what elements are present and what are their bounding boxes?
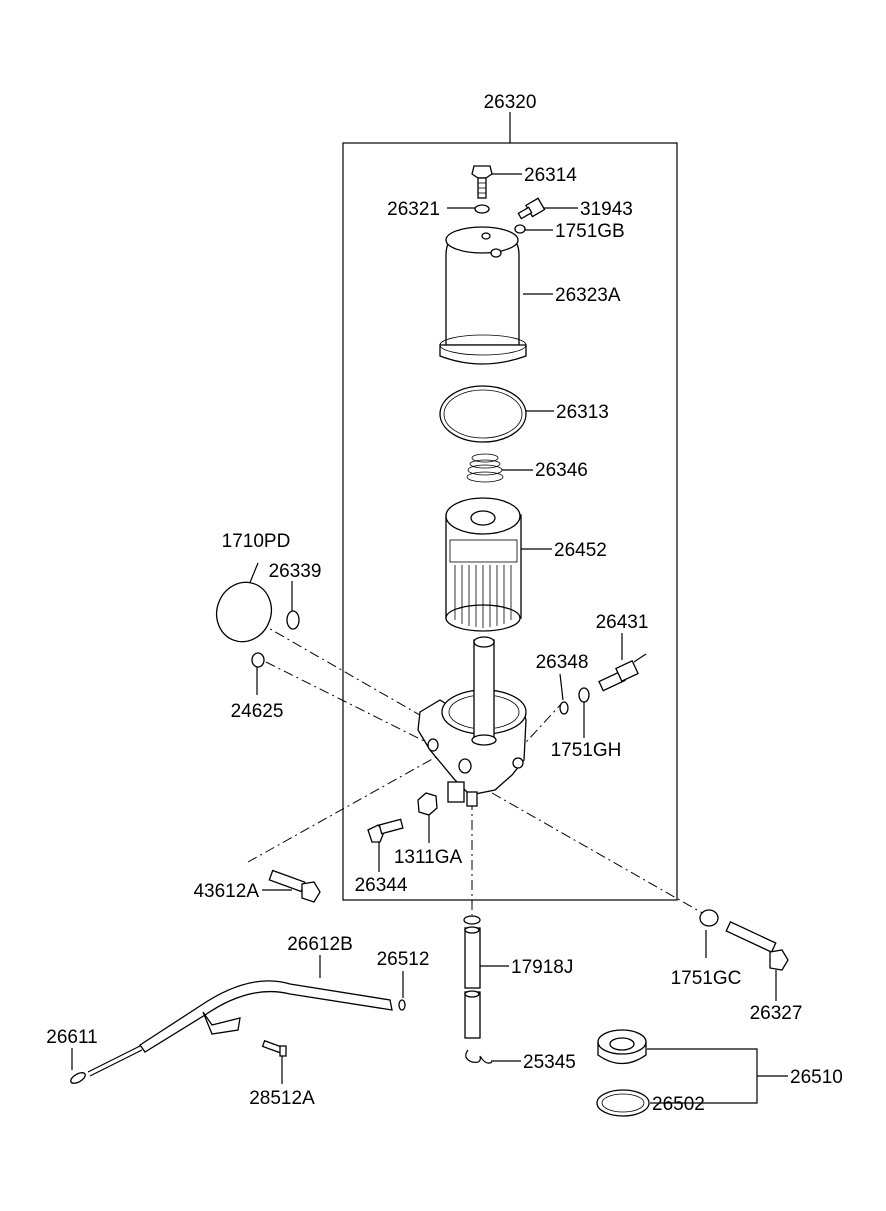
part-number-28512a: 28512A xyxy=(249,1088,315,1109)
part-number-26611: 26611 xyxy=(46,1027,97,1048)
part-number-31943: 31943 xyxy=(580,199,633,220)
part-number-26323a: 26323A xyxy=(555,285,621,306)
plug-31943-part xyxy=(517,197,546,220)
filter-housing-part xyxy=(417,636,527,807)
nut-1311ga-part xyxy=(417,792,438,816)
dipstick-tube-26612b-part xyxy=(70,980,406,1084)
part-number-1751gb: 1751GB xyxy=(555,221,625,242)
part-number-43612a: 43612A xyxy=(193,881,259,902)
bolt-43612a-part xyxy=(268,869,321,903)
part-number-1751gh: 1751GH xyxy=(551,740,622,761)
sensor-26431-part xyxy=(598,653,647,692)
washer-1751gc-part xyxy=(699,909,719,927)
oring-26348-part xyxy=(559,701,569,715)
ring-1710pd-part xyxy=(215,581,273,643)
part-number-26348: 26348 xyxy=(536,652,589,673)
filter-cover-26323a-part xyxy=(439,226,527,365)
part-number-1311ga: 1311GA xyxy=(394,847,463,868)
oring-26321-part xyxy=(474,204,490,214)
tube-17918j-part xyxy=(463,915,481,1039)
filler-cap-26510-part xyxy=(597,1029,647,1065)
gasket-26502-part xyxy=(596,1089,650,1117)
bolt-26327-part xyxy=(725,921,789,971)
clip-25345-part xyxy=(465,1049,493,1064)
part-number-26327: 26327 xyxy=(750,1003,803,1024)
part-number-26346: 26346 xyxy=(535,460,588,481)
bolt-26344-part xyxy=(367,818,404,843)
part-number-25345: 25345 xyxy=(523,1052,576,1073)
washer-1751gh-part xyxy=(578,687,590,703)
part-number-26612b: 26612B xyxy=(287,934,353,955)
part-number-26512: 26512 xyxy=(377,949,430,970)
spring-26346-part xyxy=(466,453,504,483)
oring-26313-part xyxy=(439,385,527,443)
washer-1751gb-part xyxy=(514,224,526,234)
oring-24625-part xyxy=(251,652,265,668)
part-number-26321: 26321 xyxy=(387,199,440,220)
part-number-26452: 26452 xyxy=(554,540,607,561)
part-number-24625: 24625 xyxy=(231,701,284,722)
part-number-1751gc: 1751GC xyxy=(671,968,742,989)
part-number-26320: 26320 xyxy=(484,92,537,113)
part-number-17918j: 17918J xyxy=(511,957,573,978)
part-number-26339: 26339 xyxy=(269,561,322,582)
part-number-26344: 26344 xyxy=(355,875,408,896)
part-number-26431: 26431 xyxy=(596,612,649,633)
part-number-26314: 26314 xyxy=(524,165,577,186)
bolt-28512a-part xyxy=(261,1039,287,1057)
part-number-26313: 26313 xyxy=(556,402,609,423)
part-number-26510: 26510 xyxy=(790,1067,843,1088)
filter-element-26452-part xyxy=(445,497,522,632)
part-number-26502: 26502 xyxy=(652,1094,705,1115)
leader-lines xyxy=(71,173,788,1104)
part-number-1710pd: 1710PD xyxy=(222,531,291,552)
oring-26339-part xyxy=(286,610,300,630)
bolt-26314-part xyxy=(471,165,493,199)
assembly-dash-lines xyxy=(247,621,707,916)
